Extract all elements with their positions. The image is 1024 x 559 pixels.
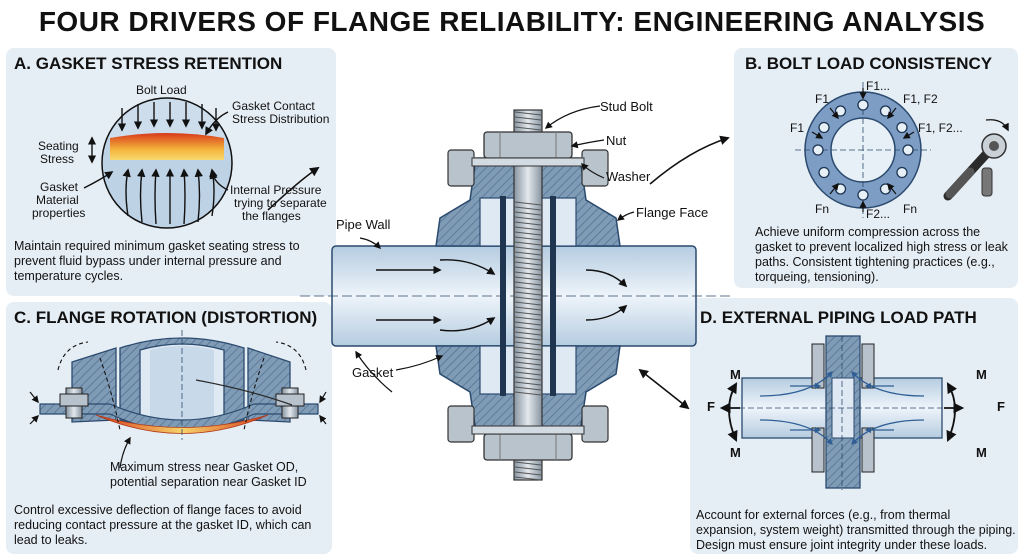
- bolt-hole: [812, 144, 824, 156]
- force-label-f1-top-left: F1: [815, 92, 830, 106]
- panel-a-description: Maintain required minimum gasket seating…: [14, 239, 300, 283]
- seating-stress-label-1: Seating: [38, 139, 79, 153]
- bolt-load-label: Bolt Load: [136, 83, 187, 97]
- force-label-f1f2-right: F1, F2...: [918, 121, 963, 135]
- material-label-2: Material: [36, 193, 79, 207]
- force-label-right: F: [997, 399, 1005, 414]
- pressure-label-3: the flanges: [242, 209, 301, 223]
- bolt-hole: [896, 121, 908, 134]
- flange-rotation-callout-2: potential separation near Gasket ID: [110, 475, 307, 489]
- bottom-nut: [483, 433, 573, 461]
- bolt-hole: [818, 166, 830, 179]
- panel-d-title: D. EXTERNAL PIPING LOAD PATH: [700, 308, 977, 327]
- panel-d-description-3: Design must ensure joint integrity under…: [696, 538, 988, 552]
- force-label-f2-bottom: F2...: [866, 207, 891, 221]
- moment-label-bottom-left: M: [730, 445, 741, 460]
- bolt-hole: [896, 166, 908, 179]
- material-label-1: Gasket: [40, 180, 79, 194]
- contact-stress-label-2: Stress Distribution: [232, 112, 330, 126]
- bolt-hole: [857, 99, 869, 111]
- moment-label-bottom-right: M: [976, 445, 987, 460]
- force-label-f1f2-top-right: F1, F2: [903, 92, 938, 106]
- moment-label-top-right: M: [976, 367, 987, 382]
- panel-d-description-2: expansion, system weight) transmitted th…: [696, 523, 1016, 537]
- seating-stress-label-2: Stress: [40, 152, 75, 166]
- washer-label: Washer: [606, 169, 651, 184]
- pressure-label-2: trying to separate: [234, 196, 327, 210]
- force-label-f1-left: F1: [790, 121, 805, 135]
- panel-b-description: Achieve uniform compression across the g…: [755, 225, 1008, 284]
- panel-a-title: A. GASKET STRESS RETENTION: [14, 54, 283, 73]
- force-label-f1-top: F1...: [866, 79, 891, 93]
- bolt-hole: [818, 121, 830, 134]
- stud-bolt-label: Stud Bolt: [600, 99, 653, 114]
- panel-d-description-1: Account for external forces (e.g., from …: [696, 508, 951, 522]
- panel-c-title: C. FLANGE ROTATION (DISTORTION): [14, 308, 318, 327]
- bottom-washer: [471, 425, 585, 435]
- nut-label: Nut: [606, 133, 627, 148]
- contact-stress-label-1: Gasket Contact: [232, 99, 315, 113]
- panel-c-description: Control excessive deflection of flange f…: [14, 503, 312, 547]
- top-washer: [471, 157, 585, 167]
- bolt-hole: [857, 189, 869, 201]
- force-label-left: F: [707, 399, 715, 414]
- moment-label-top-left: M: [730, 367, 741, 382]
- torque-wrench-icon: [943, 119, 1009, 201]
- pipe-wall-label: Pipe Wall: [336, 217, 391, 232]
- gasket-label: Gasket: [352, 365, 394, 380]
- flange-face-label: Flange Face: [636, 205, 709, 220]
- page-title: FOUR DRIVERS OF FLANGE RELIABILITY: ENGI…: [38, 6, 986, 37]
- material-label-3: properties: [32, 206, 86, 220]
- panel-b-title: B. BOLT LOAD CONSISTENCY: [745, 54, 993, 73]
- flange-rotation-callout-1: Maximum stress near Gasket OD,: [110, 460, 299, 474]
- bolt-hole: [902, 144, 914, 156]
- top-nut: [483, 131, 573, 159]
- force-label-fn-bottom-left: Fn: [815, 202, 830, 216]
- force-label-fn-bottom-right: Fn: [903, 202, 918, 216]
- pressure-label-1: Internal Pressure: [230, 183, 322, 197]
